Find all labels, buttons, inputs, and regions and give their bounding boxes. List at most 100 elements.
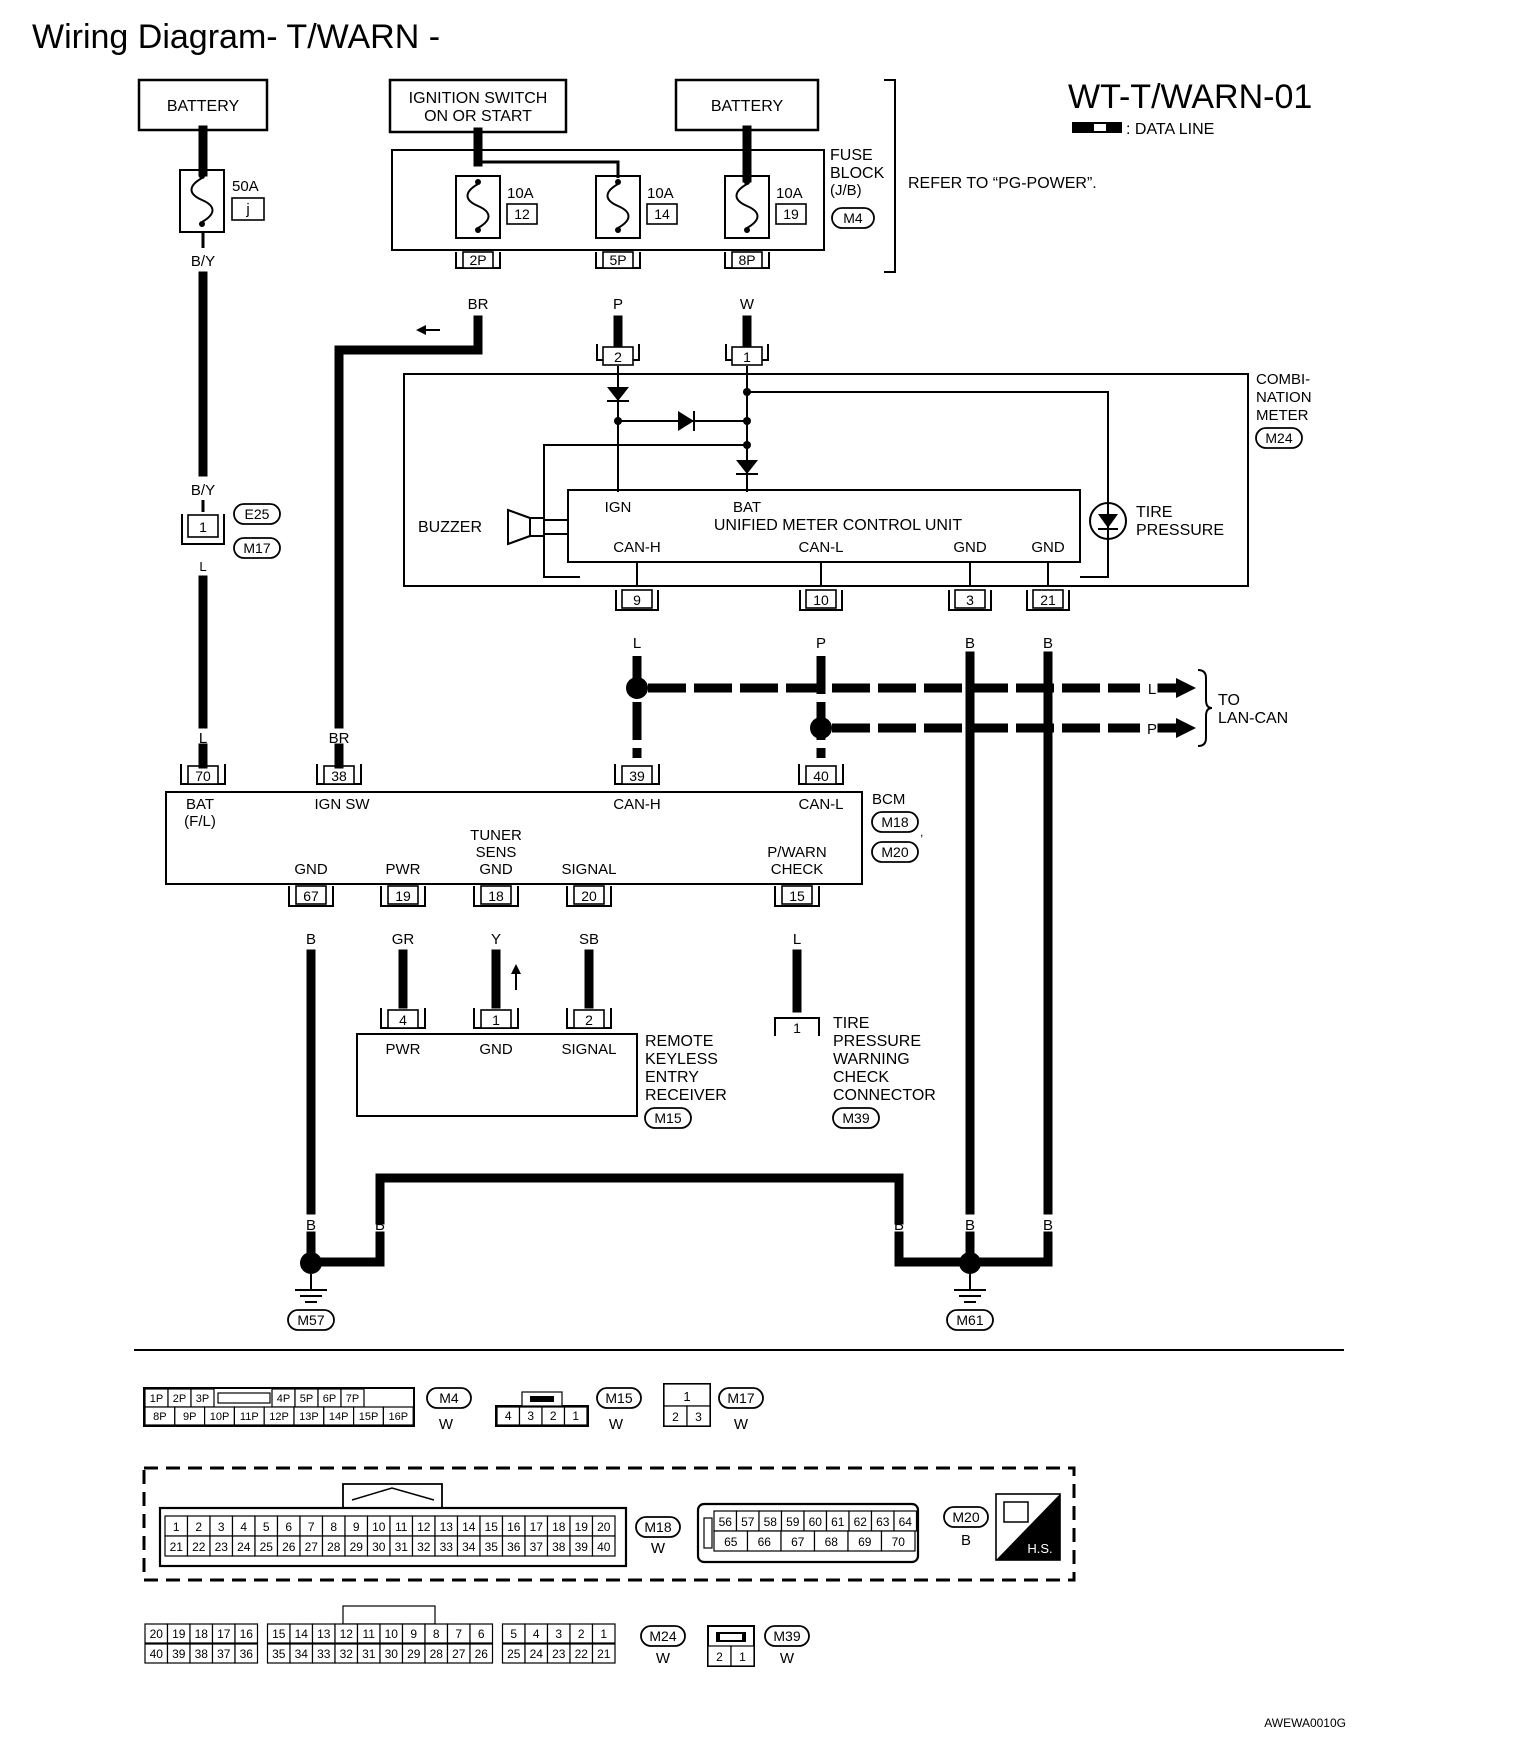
pin-label: 31 — [362, 1647, 376, 1661]
conn-m39: M39 — [842, 1110, 869, 1126]
pin-label: 1 — [572, 1409, 579, 1423]
lock-tab — [217, 1392, 271, 1404]
pin-label: 3 — [695, 1410, 702, 1424]
pin-label: 27 — [452, 1647, 466, 1661]
bcm-tuner-2: SENS — [476, 844, 517, 861]
pin-label: 8P — [153, 1411, 166, 1423]
pin-label: 4P — [277, 1393, 290, 1405]
bcm-name: BCM — [872, 791, 905, 808]
pin-label: 37 — [217, 1647, 231, 1661]
pin-label: 36 — [507, 1540, 521, 1554]
bcm-pwarn-1: P/WARN — [767, 844, 826, 861]
ground-wire-b3: B — [894, 1217, 904, 1234]
pin-cell — [591, 1643, 616, 1664]
rke-pwr: PWR — [386, 1041, 421, 1058]
meter-name-2: NATION — [1256, 389, 1312, 406]
tpw-name-2: PRESSURE — [833, 1033, 921, 1050]
wire-color-l-bottom: L — [199, 730, 207, 747]
pin-label: 34 — [462, 1540, 476, 1554]
face-m20 — [696, 1502, 920, 1564]
unified-meter-control-unit — [567, 489, 1081, 563]
ground-icon — [295, 1289, 327, 1303]
pin-label: 2 — [578, 1627, 585, 1641]
pin-label: 1P — [150, 1393, 163, 1405]
rke-name-1: REMOTE — [645, 1033, 713, 1050]
pin-label: 7 — [308, 1520, 315, 1534]
pin-label: 13P — [299, 1411, 319, 1423]
pin-label: 22 — [575, 1647, 589, 1661]
tpw-name-4: CHECK — [833, 1069, 889, 1086]
umcu-ign: IGN — [605, 499, 632, 516]
pin-label: 3 — [527, 1409, 534, 1423]
pin-label: 62 — [854, 1515, 868, 1529]
wire-color-p-top: P — [613, 296, 623, 313]
pin-label: 3P — [196, 1393, 209, 1405]
face-m4 — [143, 1387, 415, 1427]
fuse-10a-12 — [455, 175, 501, 239]
bcm-gnd: GND — [294, 861, 328, 878]
face-m18 — [158, 1506, 628, 1568]
pin-label: 63 — [876, 1515, 890, 1529]
face-m24-label: M24 — [649, 1628, 676, 1644]
pin-label: 5 — [263, 1520, 270, 1534]
ignition-switch-box — [388, 78, 568, 134]
pin-label: 16 — [240, 1627, 254, 1641]
meter-pin-21: 21 — [1040, 592, 1056, 608]
pin-label: 2 — [195, 1520, 202, 1534]
bcm-box — [165, 791, 863, 885]
pin-label: 58 — [764, 1515, 778, 1529]
umcu-gnd-b: GND — [1031, 539, 1065, 556]
conn-m15: M15 — [654, 1110, 681, 1126]
pin-label: 38 — [195, 1647, 209, 1661]
pin-cell — [469, 1643, 494, 1664]
ignition-switch-sublabel: ON OR START — [424, 108, 532, 125]
pin-label: 59 — [786, 1515, 800, 1529]
fuse-12-number: 12 — [514, 206, 530, 222]
rke-pin-1: 1 — [492, 1012, 500, 1028]
face-m24-color: W — [656, 1650, 671, 1667]
pin-label: 29 — [407, 1647, 421, 1661]
wire-color-gnd21: B — [1043, 635, 1053, 652]
pin-label: 10 — [385, 1627, 399, 1641]
fuse-14-number: 14 — [654, 206, 670, 222]
face-m4-color: W — [439, 1416, 454, 1433]
pin-label: 8 — [330, 1520, 337, 1534]
pin-label: 15 — [272, 1627, 286, 1641]
pin-label: 57 — [741, 1515, 755, 1529]
bcm-pin-18: 18 — [488, 888, 504, 904]
tpw-name-5: CONNECTOR — [833, 1087, 936, 1104]
combination-meter — [403, 373, 1249, 587]
pin-label: 24 — [237, 1540, 251, 1554]
pin-label: 61 — [831, 1515, 845, 1529]
pin-label: 31 — [395, 1540, 409, 1554]
meter-pin-3: 3 — [966, 592, 974, 608]
pin-label: 14P — [329, 1411, 349, 1423]
pin-label: 13 — [440, 1520, 454, 1534]
pin-label: 4 — [533, 1627, 540, 1641]
lan-can-brace — [1197, 669, 1213, 747]
face-m4-label: M4 — [439, 1390, 459, 1406]
conn-m4: M4 — [843, 210, 863, 226]
tpw-pin-1: 1 — [793, 1020, 801, 1036]
bcm-ign-sw: IGN SW — [315, 796, 371, 813]
pin-label: 38 — [552, 1540, 566, 1554]
pin-label: 66 — [758, 1535, 772, 1549]
pin-label: 9 — [410, 1627, 417, 1641]
wire-color-canh: L — [633, 635, 641, 652]
pin-cell — [563, 1406, 588, 1426]
bcm-signal: SIGNAL — [561, 861, 616, 878]
pin-cell — [469, 1623, 494, 1644]
pin-label: 1 — [683, 1389, 690, 1404]
pin-label: 3 — [218, 1520, 225, 1534]
pin-label: 30 — [385, 1647, 399, 1661]
pin-label: 8 — [433, 1627, 440, 1641]
tire-pressure-label-1: TIRE — [1136, 504, 1172, 521]
pin-label: 24 — [530, 1647, 544, 1661]
ground-splice-right — [959, 1252, 981, 1274]
bcm-pin-19: 19 — [395, 888, 411, 904]
footer-code: AWEWA0010G — [1264, 1716, 1346, 1730]
pin-label: 6P — [323, 1393, 336, 1405]
ground-icon — [954, 1289, 986, 1303]
bcm-tuner-1: TUNER — [470, 827, 522, 844]
